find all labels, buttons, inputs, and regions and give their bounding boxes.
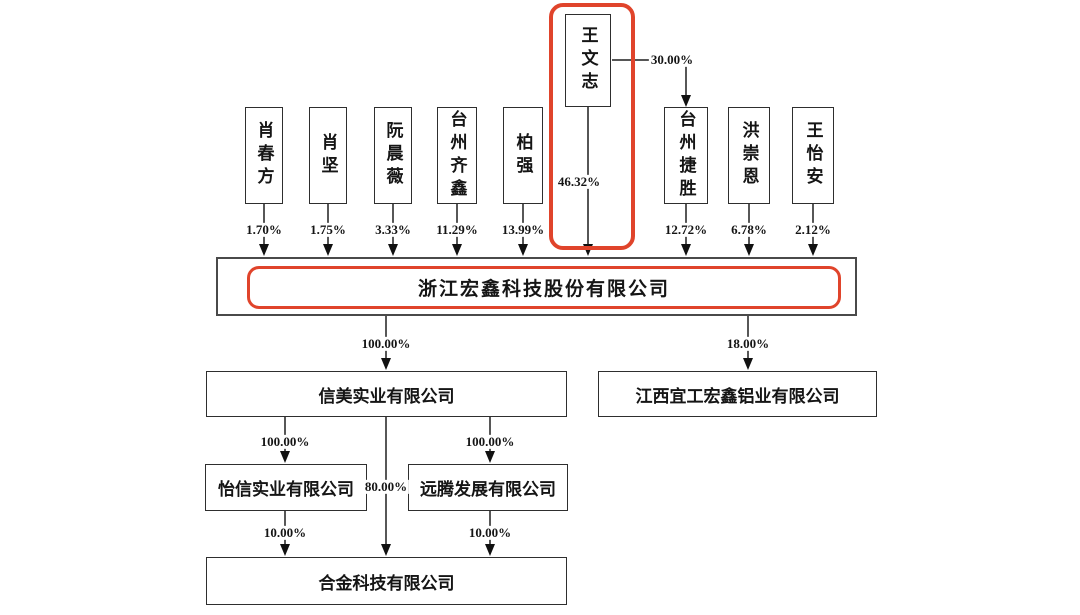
ownership-pct-label: 100.00% bbox=[463, 433, 517, 450]
ownership-pct-label: 1.70% bbox=[244, 221, 284, 238]
parent-company-box: 浙江宏鑫科技股份有限公司 bbox=[216, 257, 857, 316]
subsidiary-name: 怡信实业有限公司 bbox=[218, 480, 354, 499]
shareholder-box-ruanchenwei: 阮晨薇 bbox=[374, 107, 412, 204]
shareholder-box-wangyian: 王怡安 bbox=[792, 107, 834, 204]
subsidiary-box-hejin: 合金科技有限公司 bbox=[206, 557, 567, 605]
ownership-pct-label: 10.00% bbox=[466, 524, 514, 541]
ownership-pct-label: 100.00% bbox=[359, 335, 413, 352]
subsidiary-box-jiangxi-yigong: 江西宜工宏鑫铝业有限公司 bbox=[598, 371, 877, 417]
shareholder-name: 肖春方 bbox=[254, 121, 274, 190]
ownership-pct-label: 10.00% bbox=[261, 524, 309, 541]
parent-company-name: 浙江宏鑫科技股份有限公司 bbox=[417, 279, 670, 300]
shareholder-box-taizhouqixin: 台州齐鑫 bbox=[437, 107, 477, 204]
subsidiary-box-xinmei: 信美实业有限公司 bbox=[206, 371, 567, 417]
ownership-pct-label: 3.33% bbox=[373, 221, 413, 238]
shareholder-box-wangwenzhi: 王文志 bbox=[565, 14, 611, 107]
shareholder-box-xiaochunfang: 肖春方 bbox=[245, 107, 283, 204]
ownership-pct-label: 18.00% bbox=[724, 335, 772, 352]
shareholder-box-baiqiang: 柏强 bbox=[503, 107, 543, 204]
subsidiary-box-yuanteng: 远腾发展有限公司 bbox=[408, 464, 568, 511]
shareholder-name: 王怡安 bbox=[803, 121, 823, 190]
cross-holding-pct-label: 30.00% bbox=[648, 51, 696, 68]
shareholder-box-xiaojian: 肖坚 bbox=[309, 107, 347, 204]
subsidiary-name: 合金科技有限公司 bbox=[318, 573, 455, 593]
ownership-pct-label: 1.75% bbox=[308, 221, 348, 238]
shareholder-name: 阮晨薇 bbox=[383, 121, 403, 190]
shareholder-name: 台州捷胜 bbox=[676, 109, 696, 202]
ownership-pct-label: 2.12% bbox=[793, 221, 833, 238]
subsidiary-box-yixin: 怡信实业有限公司 bbox=[205, 464, 367, 511]
ownership-pct-label: 6.78% bbox=[729, 221, 769, 238]
shareholder-name: 洪崇恩 bbox=[739, 121, 759, 190]
shareholder-name: 肖坚 bbox=[318, 132, 338, 179]
shareholder-name: 台州齐鑫 bbox=[447, 109, 467, 202]
ownership-pct-label: 12.72% bbox=[662, 221, 710, 238]
ownership-pct-label: 80.00% bbox=[362, 478, 410, 495]
ownership-pct-label: 11.29% bbox=[434, 221, 480, 238]
shareholder-box-taizhoujiesheng: 台州捷胜 bbox=[664, 107, 708, 204]
ownership-pct-label: 46.32% bbox=[555, 173, 603, 190]
ownership-pct-label: 100.00% bbox=[258, 433, 312, 450]
arrowheads bbox=[259, 95, 818, 556]
highlight-ring-parent-company: 浙江宏鑫科技股份有限公司 bbox=[247, 266, 841, 309]
shareholder-box-hongchongen: 洪崇恩 bbox=[728, 107, 770, 204]
shareholder-name: 柏强 bbox=[513, 132, 533, 179]
subsidiary-name: 远腾发展有限公司 bbox=[420, 480, 556, 499]
subsidiary-name: 信美实业有限公司 bbox=[318, 386, 455, 406]
subsidiary-name: 江西宜工宏鑫铝业有限公司 bbox=[635, 386, 840, 406]
shareholder-name: 王文志 bbox=[578, 26, 598, 95]
ownership-pct-label: 13.99% bbox=[499, 221, 547, 238]
